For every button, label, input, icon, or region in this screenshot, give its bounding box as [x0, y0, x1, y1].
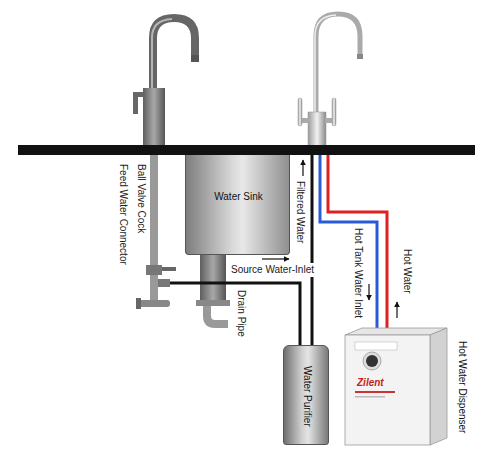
brand-logo: Zilent [357, 377, 384, 389]
flow-arrow [302, 160, 303, 176]
dispenser-unit: Hot Water DispenserZilent [345, 335, 430, 445]
flow-arrow [262, 258, 289, 259]
flow-arrow [396, 302, 397, 318]
part-label: Filtered Water [293, 180, 307, 244]
filtered-water-line [311, 155, 314, 345]
part-label: Feed Water Connector [116, 163, 130, 266]
flow-arrow [368, 284, 369, 300]
sink-basin: Water Sink [185, 155, 290, 255]
dispenser-body [345, 328, 447, 445]
node-title: Hot Water Dispenser [456, 341, 468, 433]
part-label: Hot Tank Water Inlet [351, 227, 365, 319]
dual-faucet [298, 14, 363, 147]
hot-water-line [328, 155, 387, 330]
part-label: Hot Water [400, 248, 414, 295]
drain-pipe [196, 255, 230, 324]
source-water-line [170, 283, 300, 345]
node-title: Water Purifier [301, 366, 313, 427]
node-title: Water Sink [214, 191, 263, 203]
part-label: Ball Valve Cock [134, 163, 148, 234]
part-label: Source Water-Inlet [230, 263, 315, 277]
purifier-cylinder: Water Purifier [283, 345, 329, 445]
counter-top [18, 145, 475, 155]
feed-faucet [133, 18, 199, 145]
part-label: Drain Pipe [234, 289, 248, 338]
